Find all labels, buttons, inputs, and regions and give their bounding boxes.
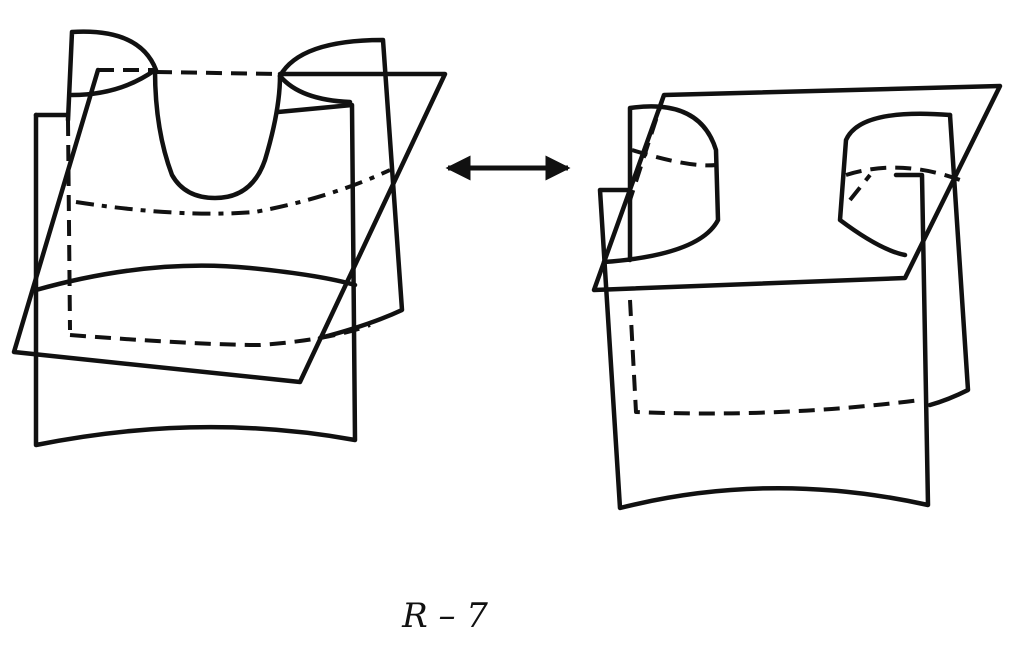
- right-front-sheet: [597, 172, 931, 511]
- right-cylinder-right: [837, 111, 953, 258]
- left-intersection-back: [69, 323, 371, 347]
- right-back-sheet: [927, 112, 971, 408]
- left-back-sheet-hidden: [66, 119, 72, 331]
- left-figure: [11, 29, 448, 448]
- diagram-caption: R – 7: [402, 596, 488, 636]
- left-intersection-upper: [75, 168, 391, 216]
- right-back-sheet-hidden: [628, 299, 921, 416]
- left-intersection-lower: [33, 263, 358, 293]
- left-tube-rim-right: [277, 73, 353, 105]
- right-cylinder-left-hidden: [628, 94, 717, 201]
- left-tilted-plane: [11, 67, 448, 385]
- right-cylinder-right-hidden: [845, 165, 961, 202]
- left-tube-front: [69, 67, 283, 201]
- left-plane-hidden-top-b: [155, 70, 281, 76]
- right-figure: [591, 83, 1003, 511]
- right-cylinder-left: [601, 104, 721, 265]
- left-front-sheet: [33, 102, 358, 448]
- right-tilted-plane: [591, 83, 1003, 293]
